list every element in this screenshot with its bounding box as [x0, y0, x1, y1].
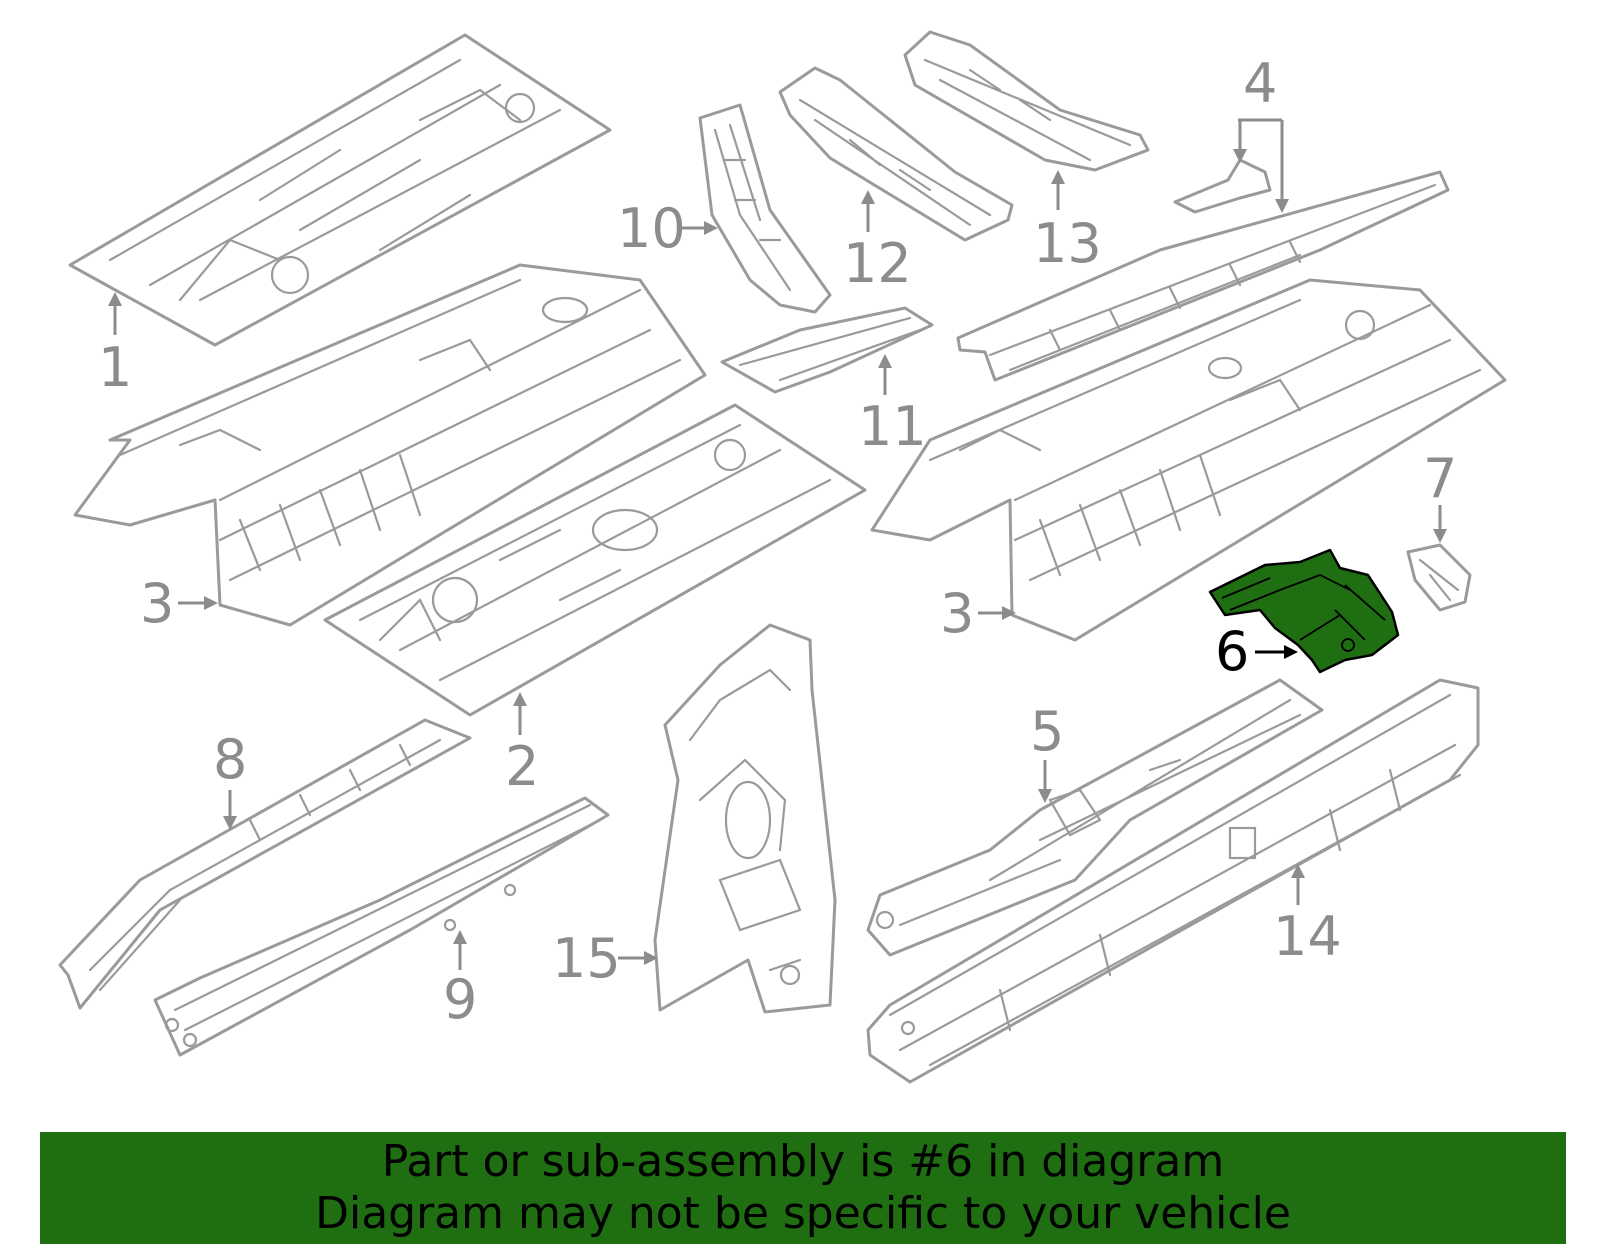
callout-10[interactable]: 10: [617, 197, 686, 260]
banner-part-line: Part or sub-assembly is #6 in diagram: [381, 1136, 1225, 1187]
callout-13[interactable]: 13: [1033, 212, 1102, 275]
part-5-side-member[interactable]: [866, 678, 1324, 957]
callout-8[interactable]: 8: [213, 728, 247, 791]
callout-9[interactable]: 9: [443, 968, 477, 1031]
banner-disclaimer-line: Diagram may not be specific to your vehi…: [315, 1188, 1291, 1239]
callout-labels: 1 2 3 3 4 5 6 7 8 9 10 11 12 13 14 15: [98, 52, 1457, 1031]
part-10-pillar-reinforcement[interactable]: [698, 103, 832, 314]
callout-15[interactable]: 15: [552, 927, 621, 990]
part-7-bracket[interactable]: [1406, 543, 1472, 612]
info-banner: Part or sub-assembly is #6 in diagram Di…: [40, 1132, 1566, 1244]
part-9-rocker-rail[interactable]: [153, 796, 610, 1057]
part-3-floor-frame-right[interactable]: [870, 278, 1507, 642]
callout-2[interactable]: 2: [505, 735, 539, 798]
callout-5[interactable]: 5: [1030, 700, 1064, 763]
part-2-floor-pan[interactable]: [323, 403, 867, 717]
callout-11[interactable]: 11: [858, 395, 927, 458]
part-14-rocker-panel[interactable]: [866, 678, 1480, 1084]
part-12-seat-cross-member[interactable]: [778, 66, 1014, 242]
part-15-b-pillar[interactable]: [653, 623, 837, 1014]
callout-3-left[interactable]: 3: [140, 572, 174, 635]
parts-diagram: 1 2 3 3 4 5 6 7 8 9 10 11 12 13 14 15: [58, 30, 1507, 1084]
callout-1[interactable]: 1: [98, 336, 132, 399]
callout-4[interactable]: 4: [1243, 52, 1277, 115]
callout-12[interactable]: 12: [843, 232, 912, 295]
part-3-floor-frame-left[interactable]: [73, 263, 707, 627]
callout-14[interactable]: 14: [1273, 905, 1342, 968]
callout-arrows: [108, 118, 1447, 970]
part-13-seat-cross-member[interactable]: [903, 30, 1150, 172]
part-11-cross-member[interactable]: [720, 306, 934, 394]
part-8-sill-reinforcement[interactable]: [58, 718, 472, 1010]
callout-6[interactable]: 6: [1215, 620, 1249, 683]
callout-3-right[interactable]: 3: [940, 582, 974, 645]
part-4-cross-member[interactable]: [956, 158, 1450, 382]
part-6-bracket-highlighted[interactable]: [1208, 548, 1400, 674]
callout-7[interactable]: 7: [1423, 447, 1457, 510]
part-1-floor-pan[interactable]: [68, 33, 612, 347]
